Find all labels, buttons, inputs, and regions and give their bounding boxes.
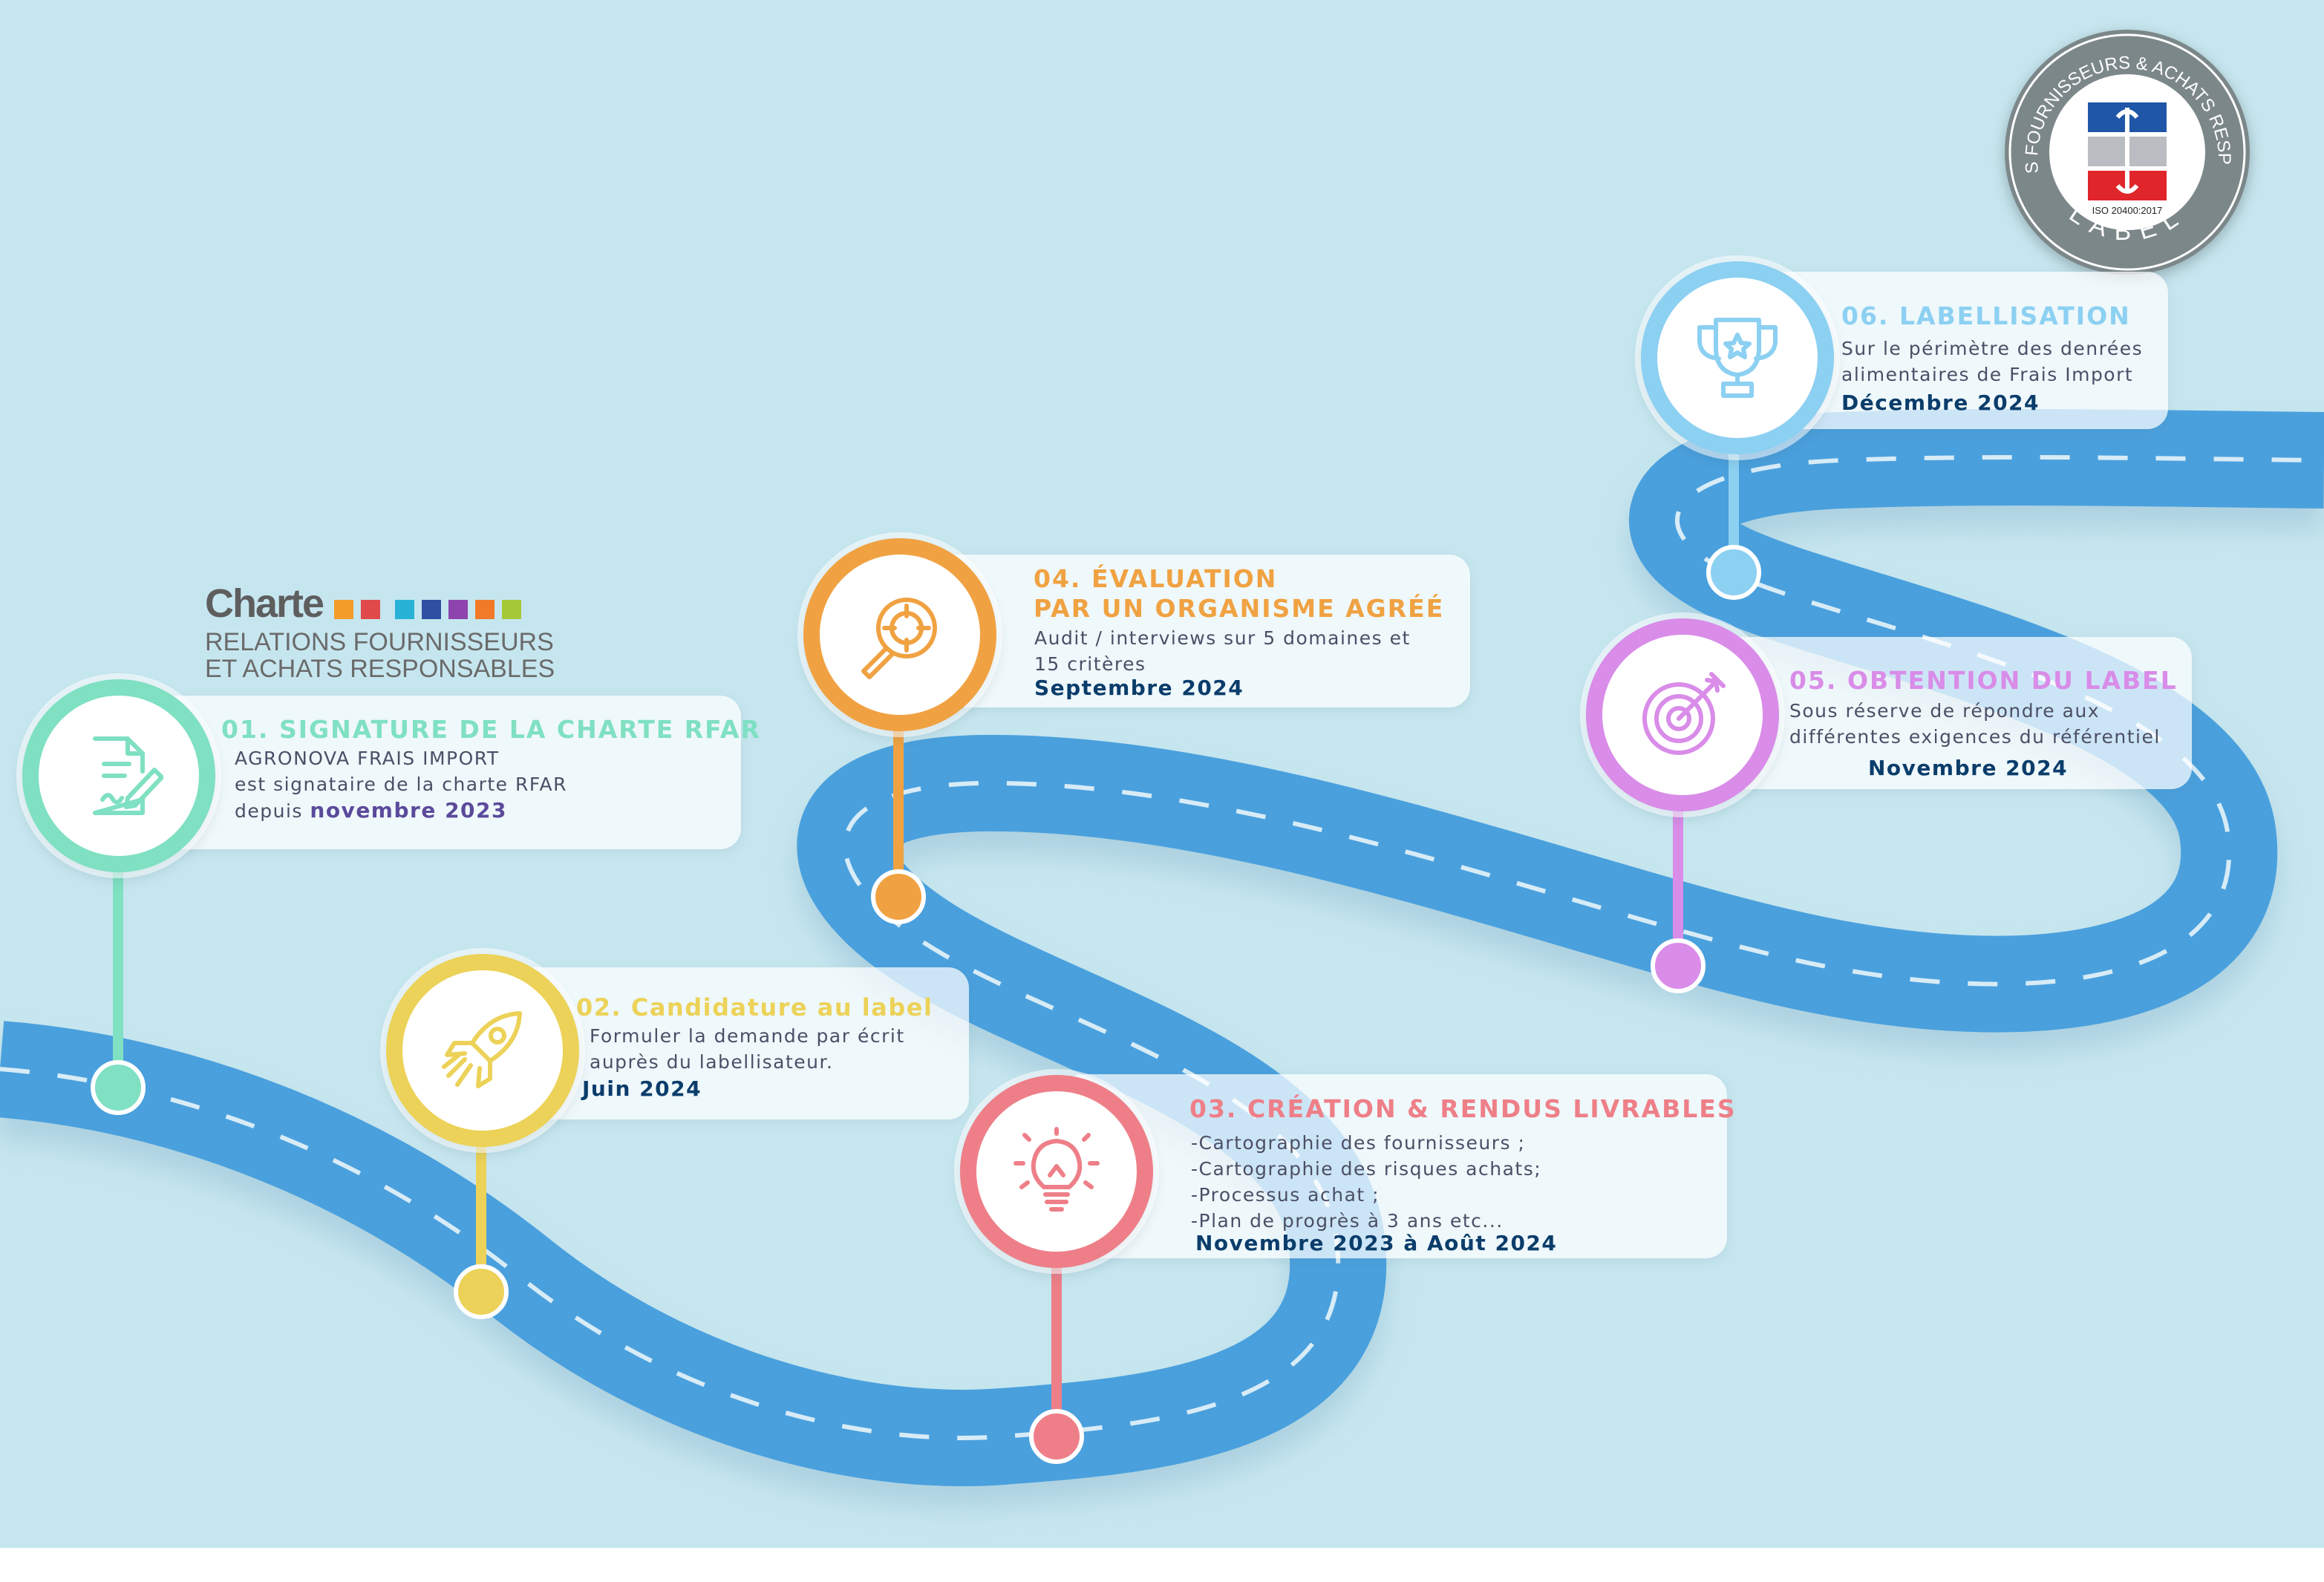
rocket-icon: [442, 1011, 522, 1088]
step-01-card: [141, 696, 741, 849]
step-06-title: 06. LABELLISATION: [1841, 301, 2131, 330]
step-01-road-marker: [91, 1060, 146, 1115]
step-05-road-marker: [1651, 938, 1706, 993]
step-05-stem: [1673, 787, 1683, 965]
step-02-road-marker: [454, 1264, 509, 1319]
seal-emblem: ISO 20400:2017: [2049, 74, 2205, 230]
trophy-icon: [1697, 318, 1778, 398]
step-02-stem: [476, 1114, 486, 1292]
step-02-title: 02. Candidature au label: [576, 993, 933, 1022]
step-02-body: Formuler la demande par écrit auprès du …: [590, 1025, 905, 1073]
charte-logo-line2: ET ACHATS RESPONSABLES: [205, 655, 555, 683]
step-01-title: 01. SIGNATURE DE LA CHARTE RFAR: [221, 715, 761, 744]
step-06-stem: [1729, 438, 1739, 564]
step-03-date: Novembre 2023 à Août 2024: [1195, 1231, 1558, 1255]
magnifier-icon: [861, 598, 937, 679]
charte-square-4: [422, 600, 441, 619]
step-04-road-marker: [871, 869, 926, 924]
step-06-road-marker: [1706, 545, 1761, 600]
step-05-icon-ring: [1586, 618, 1779, 811]
charte-square-3: [395, 600, 414, 619]
step-01-stem: [113, 846, 123, 1091]
step-06-icon-ring: [1641, 261, 1834, 454]
step-04-stem: [893, 713, 904, 898]
seal-iso-text: ISO 20400:2017: [2092, 205, 2163, 216]
step-04-icon-ring: [803, 538, 996, 731]
roadmap-canvas: Charte RELATIONS FOURNISSEURS ET ACHATS …: [0, 0, 2324, 1548]
step-02-icon-ring: [386, 954, 579, 1147]
charte-square-5: [448, 600, 468, 619]
rfar-label-seal: RELATIONS FOURNISSEURS & ACHATS RESPONSA…: [2005, 30, 2250, 275]
signed-document-icon: [93, 736, 163, 815]
step-04-date: Septembre 2024: [1034, 676, 1244, 700]
lightbulb-icon: [1014, 1127, 1100, 1212]
charte-square-1: [334, 600, 353, 619]
step-03-title: 03. CRÉATION & RENDUS LIVRABLES: [1189, 1094, 1737, 1123]
step-06-body: Sur le périmètre des denrées alimentaire…: [1841, 338, 2144, 385]
step-06-date: Décembre 2024: [1841, 390, 2040, 415]
step-03-body: -Cartographie des fournisseurs ; -Cartog…: [1191, 1132, 1542, 1232]
step-05-title: 05. OBTENTION DU LABEL: [1789, 666, 2178, 695]
charte-square-6: [475, 600, 494, 619]
charte-logo-line1: RELATIONS FOURNISSEURS: [205, 628, 554, 656]
step-02-date: Juin 2024: [582, 1076, 702, 1101]
step-03-stem: [1051, 1255, 1062, 1433]
step-03-card: [1062, 1074, 1727, 1258]
step-01-icon-ring: [22, 679, 215, 872]
step-05-date: Novembre 2024: [1868, 756, 2069, 780]
step-04-title: 04. ÉVALUATION: [1034, 564, 1278, 593]
step-01-date: novembre 2023: [310, 798, 507, 823]
step-04-body: Audit / interviews sur 5 domaines et 15 …: [1034, 627, 1411, 675]
step-03-icon-ring: [960, 1075, 1153, 1268]
target-icon: [1642, 672, 1726, 755]
step-05-body: Sous réserve de répondre aux différentes…: [1789, 700, 2161, 748]
step-01-date-line: depuis novembre 2023: [235, 798, 507, 823]
step-01-body: AGRONOVA FRAIS IMPORT est signataire de …: [235, 748, 567, 823]
step-03-road-marker: [1029, 1409, 1084, 1464]
step-04-title-line2: PAR UN ORGANISME AGRÉÉ: [1034, 594, 1445, 623]
charte-square-7: [502, 600, 521, 619]
rfar-emblem-icon: [2088, 102, 2167, 200]
charte-logo-title: Charte: [205, 581, 324, 626]
charte-square-2: [361, 600, 380, 619]
charte-rfar-logo: Charte RELATIONS FOURNISSEURS ET ACHATS …: [202, 581, 555, 692]
